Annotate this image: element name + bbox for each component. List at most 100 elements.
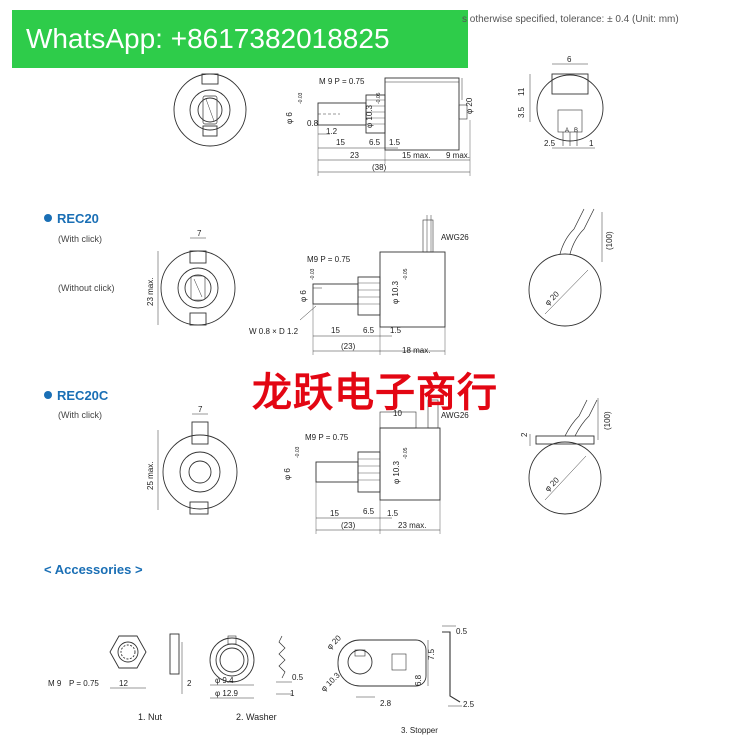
caption-stopper: 3. Stopper (401, 726, 438, 735)
dim-top-15max: 15 max. (402, 151, 430, 160)
rec20c-dimensions: 7 25 max. 10 AWG26 M9 P = 0.75 φ 6 -0.03… (146, 405, 612, 530)
dim-top-9max: 9 max. (446, 151, 470, 160)
rec20-without-click-label: (Without click) (58, 283, 115, 293)
accessories-heading: < Accessories > (44, 562, 143, 577)
dim-rec20c-d6-tol: -0.03 (295, 446, 301, 458)
dim-stopper-28: 2.8 (380, 699, 392, 708)
dim-rec20c-25max: 25 max. (146, 462, 155, 490)
dim-rec20-d103: φ 10.3 (391, 280, 400, 304)
dim-nut-12: 12 (119, 679, 128, 688)
accessory-dimensions: M 9 P = 0.75 12 2 φ 9.4 φ 12.9 0.5 1 φ 2… (48, 627, 475, 709)
dim-rec20c-10: 10 (393, 409, 402, 418)
dim-rec20-15b: 1.5 (390, 326, 402, 335)
dim-washer-05: 0.5 (292, 673, 304, 682)
dim-top-15b: 1.5 (389, 138, 401, 147)
section-title-rec20c: REC20C (44, 388, 108, 403)
dim-top-1: 1 (589, 139, 594, 148)
top-rear-view (529, 63, 604, 149)
dim-rec20-d103-tol: -0.05 (403, 268, 409, 280)
rec20-front-view (157, 237, 236, 326)
dim-rec20-wd: W 0.8 × D 1.2 (249, 327, 299, 336)
dim-rec20c-d6: φ 6 (283, 468, 292, 480)
dim-rec20-7: 7 (197, 229, 202, 238)
dim-rec20c-23max: 23 max. (398, 521, 426, 530)
dim-rec20-d20: φ 20 (543, 289, 561, 307)
dim-rec20-23p: (23) (341, 342, 356, 351)
dim-rec20-awg: AWG26 (441, 233, 469, 242)
dim-top-23: 23 (350, 151, 359, 160)
dim-rec20c-100: (100) (603, 411, 612, 430)
dim-nut-2: 2 (187, 679, 192, 688)
dim-washer-94: φ 9.4 (215, 676, 234, 685)
dim-washer-129: φ 12.9 (215, 689, 239, 698)
washer-drawing (209, 635, 292, 699)
dim-top-d103-tol: -0.05 (376, 92, 382, 104)
dim-stopper-25: 2.5 (463, 700, 475, 709)
rec20-side-view (299, 215, 446, 355)
dim-rec20c-2: 2 (520, 432, 529, 437)
dim-rec20-18max: 18 max. (402, 346, 430, 355)
top-front-view (173, 73, 247, 147)
dim-top-35: 3.5 (517, 106, 526, 118)
dim-top-12: 1.2 (326, 127, 338, 136)
dim-rec20c-d20: φ 20 (543, 475, 561, 493)
pin-label-a: A (565, 128, 569, 134)
rec20-with-click-label: (With click) (58, 234, 102, 244)
stopper-drawing (337, 625, 462, 707)
rec20c-with-click-label: (With click) (58, 410, 102, 420)
bullet-icon (44, 214, 52, 222)
dim-top-d20: φ 20 (465, 97, 474, 114)
chinese-watermark: 龙跃电子商行 (252, 370, 498, 416)
dim-top-15: 15 (336, 138, 345, 147)
dim-top-38: (38) (372, 163, 387, 172)
rec20c-rear-view (528, 398, 602, 515)
dim-top-d6-tol: -0.03 (298, 92, 304, 104)
dim-stopper-20: φ 20 (325, 633, 343, 651)
dim-rec20-d6: φ 6 (299, 290, 308, 302)
dim-stopper-68: 6.8 (414, 674, 423, 686)
rec20-rear-view (528, 208, 603, 327)
dim-nut-pitch: P = 0.75 (69, 679, 99, 688)
top-dimensions: M 9 P = 0.75 φ 6 -0.03 φ 10.3 -0.05 φ 20… (285, 55, 594, 172)
dim-rec20c-awg: AWG26 (441, 411, 469, 420)
dim-rec20c-d103: φ 10.3 (392, 460, 401, 484)
dim-top-25: 2.5 (544, 139, 556, 148)
dim-rec20c-65: 6.5 (363, 507, 375, 516)
dim-nut-thread: M 9 (48, 679, 62, 688)
dim-rec20-23max: 23 max. (146, 278, 155, 306)
dim-top-d103: φ 10.3 (365, 104, 374, 128)
caption-washer: 2. Washer (236, 712, 277, 722)
dim-rec20-thread: M9 P = 0.75 (307, 255, 351, 264)
dim-top-11: 11 (517, 87, 526, 96)
dim-washer-1: 1 (290, 689, 295, 698)
rec20c-front-view (157, 413, 238, 515)
section-title-rec20: REC20 (44, 211, 99, 226)
dim-stopper-103: φ 10.3 (319, 670, 342, 693)
rec20-dimensions: 7 23 max. AWG26 (100) M9 P = 0.75 φ 6 -0… (146, 229, 614, 355)
caption-nut: 1. Nut (138, 712, 163, 722)
dim-top-65: 6.5 (369, 138, 381, 147)
dim-rec20c-d103-tol: -0.05 (403, 447, 409, 459)
dim-rec20c-23p: (23) (341, 521, 356, 530)
bullet-icon (44, 391, 52, 399)
dim-rec20c-15: 15 (330, 509, 339, 518)
dim-rec20-100: (100) (605, 231, 614, 250)
dim-top-d6: φ 6 (285, 112, 294, 124)
pin-label-b: B (574, 128, 578, 134)
dim-stopper-75: 7.5 (427, 648, 436, 660)
dim-rec20-65: 6.5 (363, 326, 375, 335)
nut-drawing (109, 633, 183, 694)
dim-top-08: 0.8 (307, 119, 319, 128)
dim-rec20-d6-tol: -0.03 (310, 268, 316, 280)
dim-stopper-05: 0.5 (456, 627, 468, 636)
dim-rec20-15: 15 (331, 326, 340, 335)
dim-rec20c-thread: M9 P = 0.75 (305, 433, 349, 442)
whatsapp-banner: WhatsApp: +8617382018825 (12, 10, 468, 68)
dim-rec20c-15b: 1.5 (387, 509, 399, 518)
rec20c-side-view (315, 399, 441, 534)
dim-rec20c-7: 7 (198, 405, 203, 414)
top-side-view (317, 77, 471, 176)
tolerance-note: s otherwise specified, tolerance: ± 0.4 … (462, 14, 679, 25)
